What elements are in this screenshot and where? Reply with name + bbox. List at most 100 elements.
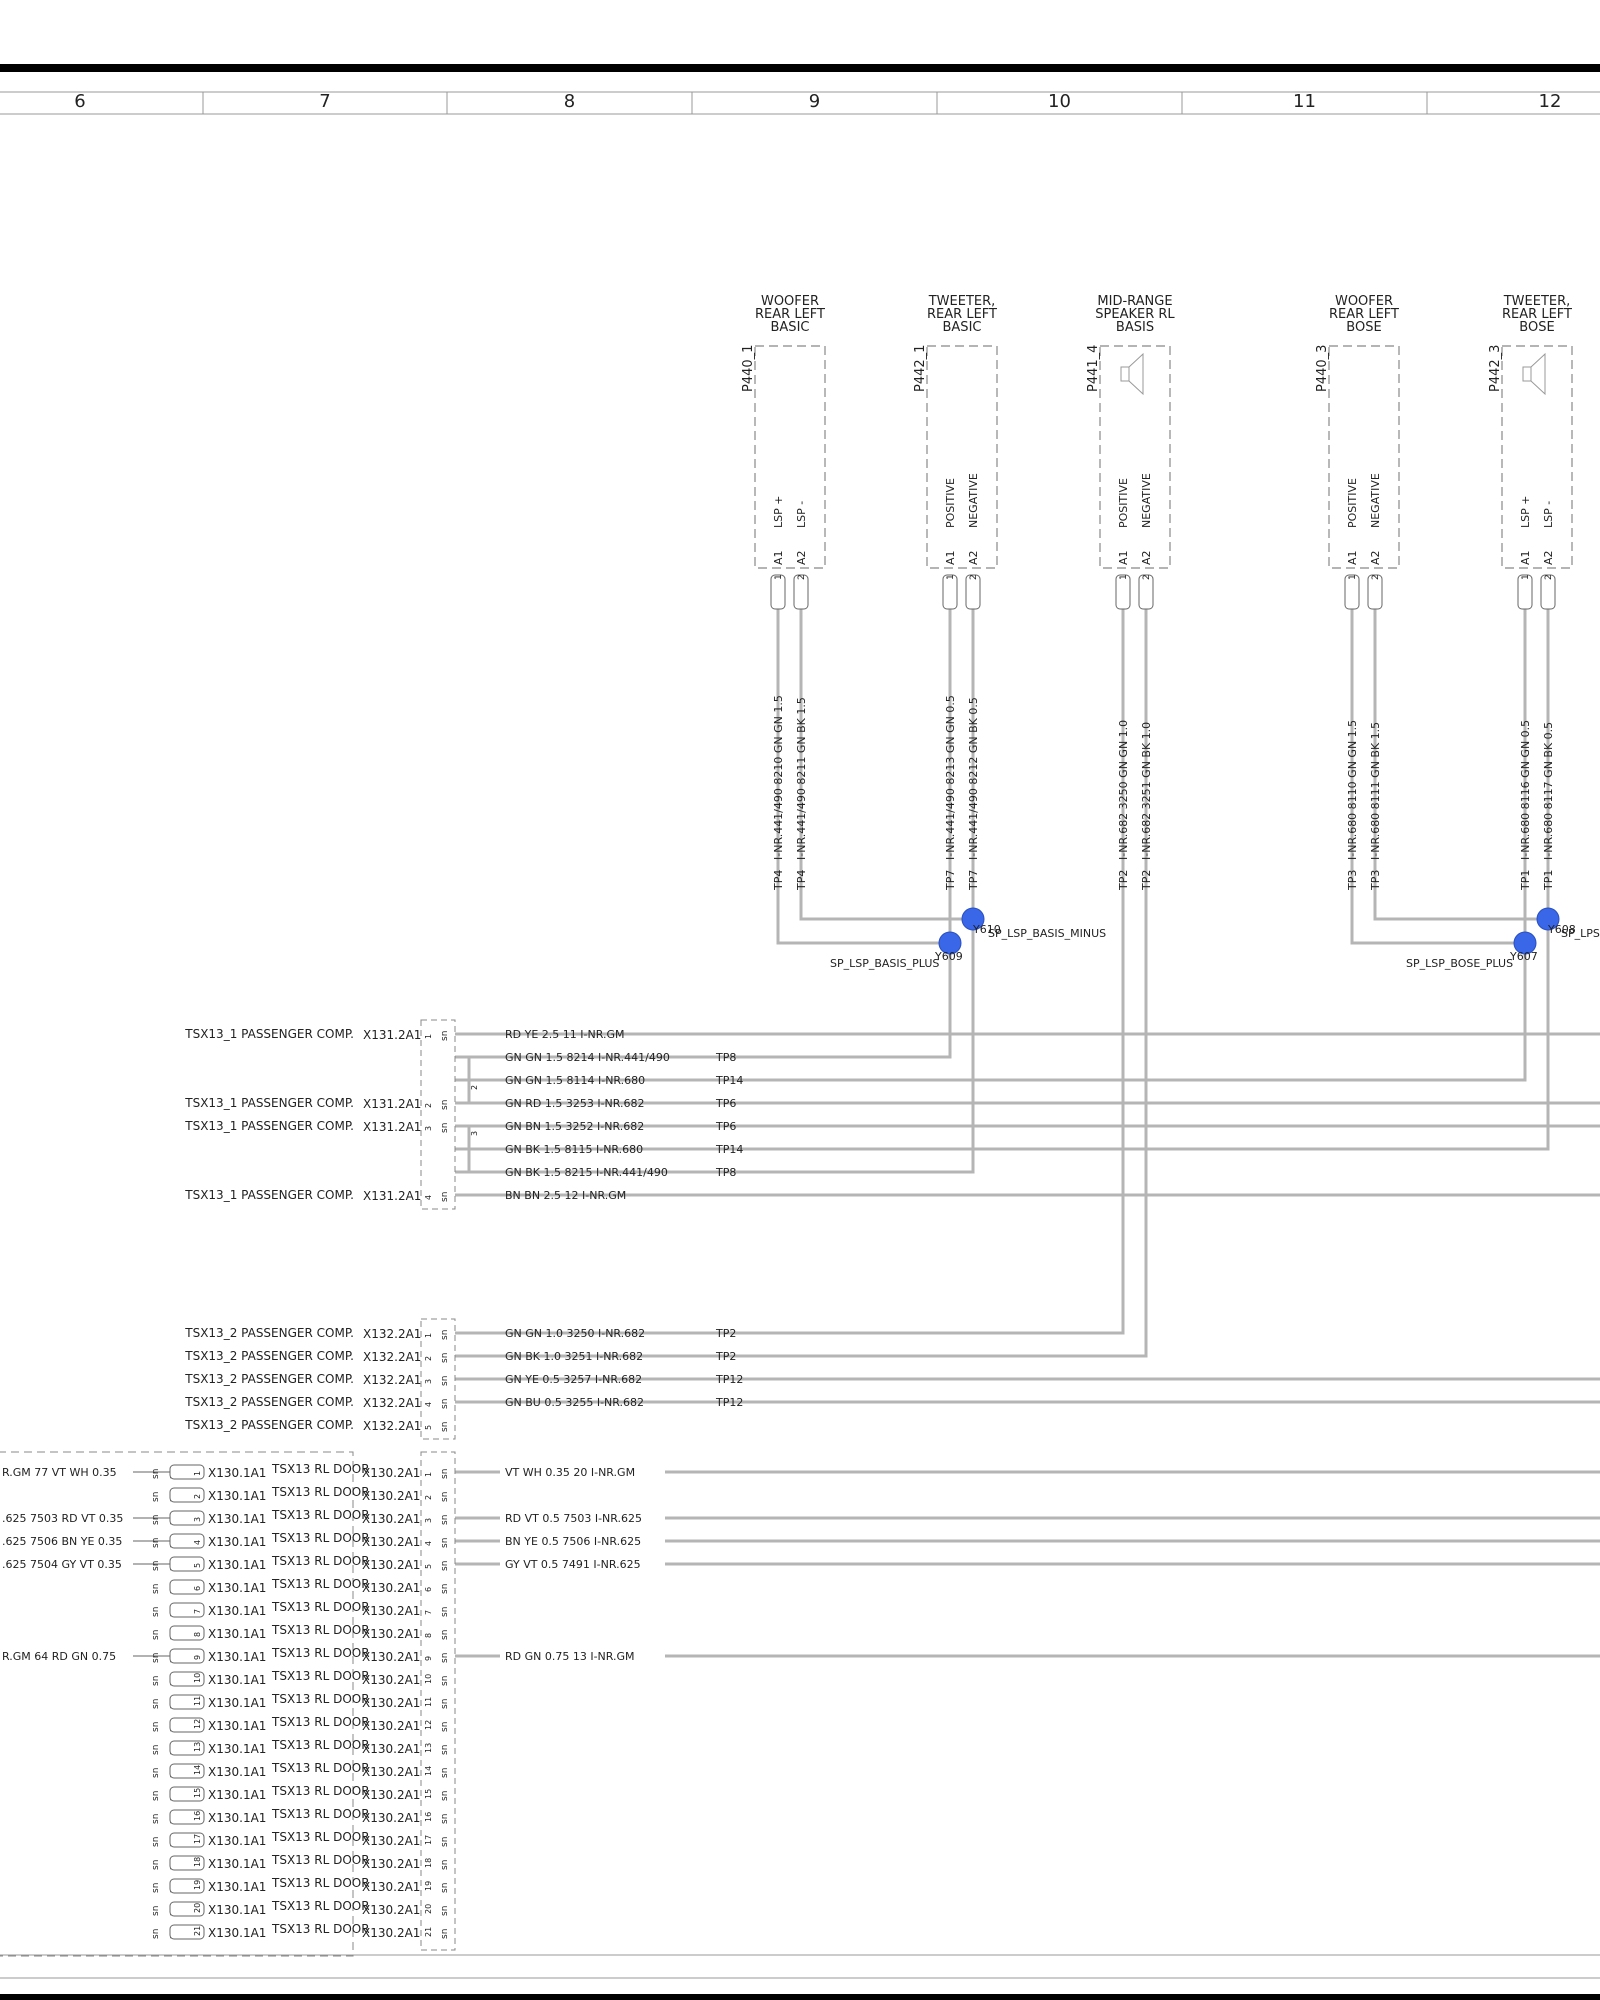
test-point-label: TP4 bbox=[795, 870, 808, 891]
pin-id-label: A2 bbox=[795, 550, 808, 565]
splice-name-label: SP_LSP_BASIS_PLUS bbox=[830, 957, 939, 970]
seal-mark: sn bbox=[440, 1768, 450, 1778]
connector-id-label: X130.1A1 bbox=[208, 1926, 266, 1940]
grid-column-number: 8 bbox=[564, 91, 575, 112]
seal-mark: sn bbox=[440, 1561, 450, 1571]
wire-label: .625 7506 BN YE 0.35 bbox=[2, 1535, 122, 1548]
terminal-number: 20 bbox=[193, 1903, 202, 1913]
terminal-number: 2 bbox=[1142, 574, 1152, 580]
terminal-icon bbox=[169, 1855, 205, 1871]
terminal-icon bbox=[169, 1717, 205, 1733]
connector-id-label: X130.1A1 bbox=[208, 1719, 266, 1733]
terminal-number: 19 bbox=[193, 1880, 202, 1890]
seal-mark: sn bbox=[151, 1699, 161, 1709]
grid-column-number: 10 bbox=[1048, 91, 1071, 112]
device-label: TSX13 RL DOOR bbox=[271, 1784, 370, 1798]
x130-2a1-outline bbox=[420, 1451, 456, 1951]
splice-name-label: SP_LPS bbox=[1561, 927, 1600, 940]
test-point-label: TP4 bbox=[772, 870, 785, 891]
test-point-label: TP2 bbox=[715, 1327, 736, 1340]
terminal-number: 5 bbox=[193, 1563, 202, 1568]
terminal-icon bbox=[1115, 574, 1131, 610]
component-title-line: TWEETER, bbox=[928, 294, 996, 309]
seal-mark: sn bbox=[440, 1699, 450, 1709]
wire-label: GN BK 1.0 3251 I-NR.682 bbox=[505, 1350, 643, 1363]
connector-id-label: X130.2A1 bbox=[362, 1489, 420, 1503]
seal-mark: sn bbox=[151, 1768, 161, 1778]
terminal-number: 10 bbox=[193, 1673, 202, 1683]
wire-8213-8214 bbox=[470, 609, 952, 1059]
terminal-icon bbox=[169, 1694, 205, 1710]
device-label: TSX13 RL DOOR bbox=[271, 1531, 370, 1545]
device-label: TSX13 RL DOOR bbox=[271, 1508, 370, 1522]
component-outline bbox=[1099, 345, 1171, 569]
test-point-label: TP7 bbox=[944, 870, 957, 891]
wire-label: GN BK 1.5 8215 I-NR.441/490 bbox=[505, 1166, 668, 1179]
terminal-icon bbox=[169, 1602, 205, 1618]
wire-label: I-NR.682 3251 GN BK 1.0 bbox=[1140, 722, 1153, 860]
test-point-label: TP14 bbox=[715, 1143, 743, 1156]
wire-label: BN BN 2.5 12 I-NR.GM bbox=[505, 1189, 626, 1202]
connector-pin-number: 19 bbox=[424, 1881, 433, 1891]
grid-column-number: 6 bbox=[74, 91, 85, 112]
device-label: TSX13 RL DOOR bbox=[271, 1853, 370, 1867]
terminal-number: 2 bbox=[193, 1494, 202, 1499]
pin-id-label: A1 bbox=[944, 550, 957, 565]
wire-8210 bbox=[776, 609, 950, 945]
connector-pin-number: 1 bbox=[424, 1472, 433, 1477]
seal-mark: sn bbox=[440, 1538, 450, 1548]
device-label: TSX13 RL DOOR bbox=[271, 1738, 370, 1752]
wire-8212-8215 bbox=[470, 609, 975, 1174]
seal-mark: sn bbox=[440, 1814, 450, 1824]
connector-id-label: X132.2A1 bbox=[363, 1396, 421, 1410]
terminal-number: 16 bbox=[193, 1811, 202, 1821]
seal-mark: sn bbox=[440, 1883, 450, 1893]
wire-branch bbox=[455, 1124, 471, 1149]
terminal-icon bbox=[169, 1648, 205, 1664]
component-outline bbox=[926, 345, 998, 569]
component-title-line: MID-RANGE bbox=[1097, 294, 1172, 309]
pin-function-label: POSITIVE bbox=[1346, 478, 1359, 528]
pin-id-label: A1 bbox=[772, 550, 785, 565]
wire-label: RD YE 2.5 11 I-NR.GM bbox=[505, 1028, 624, 1041]
terminal-number: 1 bbox=[193, 1471, 202, 1476]
terminal-number: 15 bbox=[193, 1788, 202, 1798]
seal-mark: sn bbox=[151, 1837, 161, 1847]
component-id-label: P440_1 bbox=[741, 345, 756, 392]
component-title-line: TWEETER, bbox=[1503, 294, 1571, 309]
terminal-number: 4 bbox=[193, 1540, 202, 1545]
seal-mark: sn bbox=[440, 1422, 450, 1432]
terminal-icon bbox=[169, 1786, 205, 1802]
terminal-number: 2 bbox=[969, 574, 979, 580]
seal-mark: sn bbox=[440, 1929, 450, 1939]
connector-id-label: X130.1A1 bbox=[208, 1512, 266, 1526]
connector-id-label: X131.2A1 bbox=[363, 1189, 421, 1203]
connector-id-label: X130.1A1 bbox=[208, 1788, 266, 1802]
speaker-icon bbox=[1522, 366, 1532, 382]
bottom-border-bar bbox=[0, 1994, 1600, 2000]
seal-mark: sn bbox=[151, 1722, 161, 1732]
seal-mark: sn bbox=[151, 1653, 161, 1663]
pin-function-label: NEGATIVE bbox=[1369, 473, 1382, 528]
component-outline bbox=[1501, 345, 1573, 569]
terminal-icon bbox=[1540, 574, 1556, 610]
connector-pin-number: 3 bbox=[424, 1126, 433, 1131]
connector-id-label: X130.1A1 bbox=[208, 1696, 266, 1710]
branch-number: 2 bbox=[470, 1085, 479, 1090]
wire-label: I-NR.441/490 8211 GN BK 1.5 bbox=[795, 697, 808, 860]
wire-label: I-NR.682 3250 GN GN 1.0 bbox=[1117, 720, 1130, 860]
terminal-number: 1 bbox=[1521, 574, 1531, 580]
connector-pin-number: 3 bbox=[424, 1518, 433, 1523]
seal-mark: sn bbox=[440, 1745, 450, 1755]
component-outline bbox=[1328, 345, 1400, 569]
device-label: TSX13 RL DOOR bbox=[271, 1623, 370, 1637]
terminal-icon bbox=[942, 574, 958, 610]
terminal-icon bbox=[169, 1878, 205, 1894]
connector-pin-number: 2 bbox=[424, 1495, 433, 1500]
splice-y608 bbox=[1536, 907, 1560, 931]
seal-mark: sn bbox=[440, 1791, 450, 1801]
seal-mark: sn bbox=[440, 1353, 450, 1363]
wire-label: GN YE 0.5 3257 I-NR.682 bbox=[505, 1373, 642, 1386]
